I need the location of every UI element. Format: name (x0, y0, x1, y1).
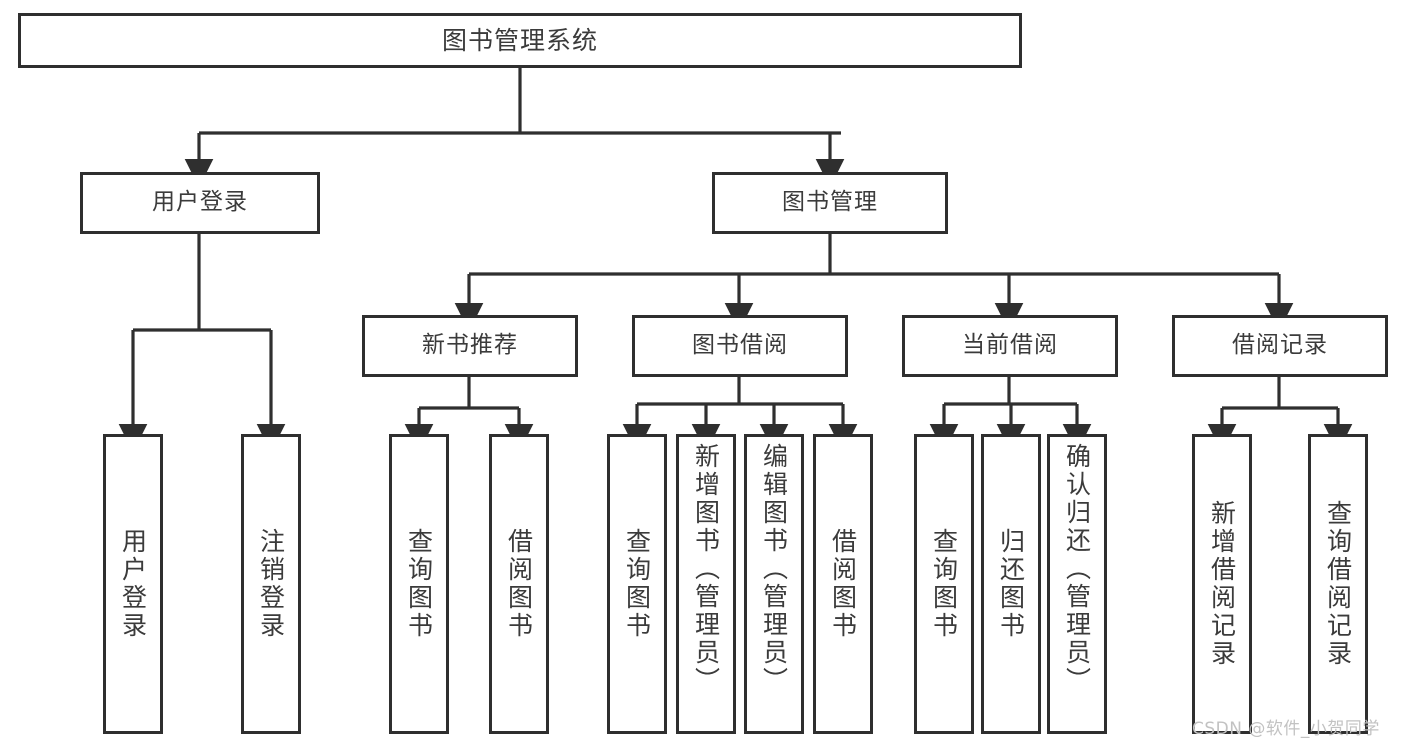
node-user-login-label: 用户登录 (152, 189, 248, 216)
node-new-book-recommend-label: 新书推荐 (422, 332, 518, 359)
node-user-login[interactable]: 用户登录 (80, 172, 320, 234)
node-leaf-confirm-return[interactable]: 确认归还（管理员） (1047, 434, 1107, 734)
node-leaf-borrow-book-2-label: 借阅图书 (828, 528, 858, 640)
node-leaf-query-book-1[interactable]: 查询图书 (389, 434, 449, 734)
node-leaf-return-book-label: 归还图书 (996, 528, 1026, 640)
node-leaf-add-book[interactable]: 新增图书（管理员） (676, 434, 736, 734)
node-leaf-user-login-label: 用户登录 (118, 528, 148, 640)
node-book-borrow-label: 图书借阅 (692, 332, 788, 359)
node-leaf-borrow-book-1[interactable]: 借阅图书 (489, 434, 549, 734)
node-leaf-query-book-2-label: 查询图书 (622, 528, 652, 640)
node-leaf-logout-login[interactable]: 注销登录 (241, 434, 301, 734)
node-book-borrow[interactable]: 图书借阅 (632, 315, 848, 377)
node-current-borrow[interactable]: 当前借阅 (902, 315, 1118, 377)
node-leaf-return-book[interactable]: 归还图书 (981, 434, 1041, 734)
node-leaf-borrow-book-2[interactable]: 借阅图书 (813, 434, 873, 734)
node-leaf-add-book-label: 新增图书（管理员） (691, 443, 721, 695)
node-leaf-query-record[interactable]: 查询借阅记录 (1308, 434, 1368, 734)
node-leaf-add-record[interactable]: 新增借阅记录 (1192, 434, 1252, 734)
node-root-label: 图书管理系统 (441, 25, 598, 55)
node-leaf-logout-login-label: 注销登录 (256, 528, 286, 640)
csdn-watermark: CSDN @软件_小贺同学 (1192, 719, 1380, 739)
node-leaf-edit-book-label: 编辑图书（管理员） (759, 443, 789, 695)
node-root[interactable]: 图书管理系统 (18, 13, 1022, 68)
node-leaf-borrow-book-1-label: 借阅图书 (504, 528, 534, 640)
node-leaf-query-book-3-label: 查询图书 (929, 528, 959, 640)
node-leaf-add-record-label: 新增借阅记录 (1207, 500, 1237, 668)
node-leaf-edit-book[interactable]: 编辑图书（管理员） (744, 434, 804, 734)
node-new-book-recommend[interactable]: 新书推荐 (362, 315, 578, 377)
node-book-management[interactable]: 图书管理 (712, 172, 948, 234)
node-leaf-user-login[interactable]: 用户登录 (103, 434, 163, 734)
node-leaf-query-record-label: 查询借阅记录 (1323, 500, 1353, 668)
node-borrow-record-label: 借阅记录 (1232, 332, 1328, 359)
node-current-borrow-label: 当前借阅 (962, 332, 1058, 359)
node-leaf-query-book-1-label: 查询图书 (404, 528, 434, 640)
node-borrow-record[interactable]: 借阅记录 (1172, 315, 1388, 377)
node-leaf-query-book-3[interactable]: 查询图书 (914, 434, 974, 734)
node-book-management-label: 图书管理 (782, 189, 878, 216)
node-leaf-confirm-return-label: 确认归还（管理员） (1062, 443, 1092, 695)
node-leaf-query-book-2[interactable]: 查询图书 (607, 434, 667, 734)
